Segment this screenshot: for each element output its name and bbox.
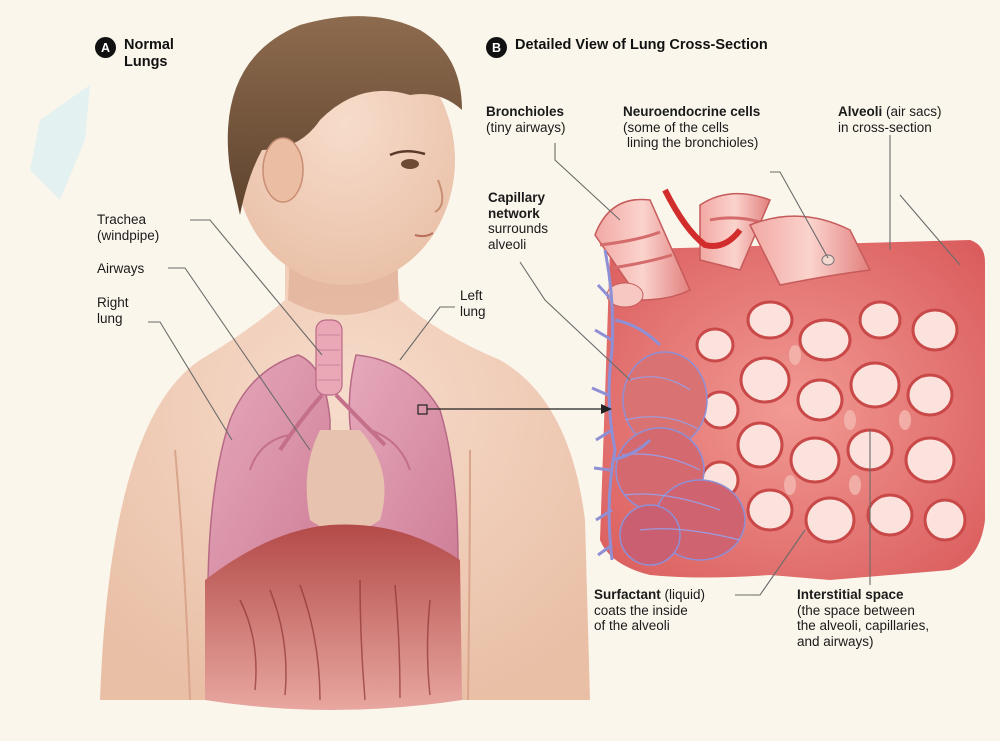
trachea <box>316 320 342 395</box>
label-airways: Airways <box>97 261 144 277</box>
label-right-lung: Right lung <box>97 295 129 326</box>
section-b-title: Detailed View of Lung Cross-Section <box>515 37 768 54</box>
section-a-title: Normal Lungs <box>124 37 174 71</box>
label-alveoli: Alveoli (air sacs) in cross-section <box>838 104 942 135</box>
section-a-badge: A <box>95 37 116 58</box>
label-capillary-network: Capillary network surrounds alveoli <box>488 190 548 252</box>
label-left-lung: Left lung <box>460 288 486 319</box>
label-bronchioles: Bronchioles (tiny airways) <box>486 104 566 135</box>
section-a-header: A Normal Lungs <box>95 37 174 71</box>
section-b-header: B Detailed View of Lung Cross-Section <box>486 37 768 58</box>
watermark-shape <box>30 85 90 200</box>
label-interstitial-space: Interstitial space (the space between th… <box>797 587 929 649</box>
neuroendocrine-cell <box>822 255 834 265</box>
label-neuroendocrine: Neuroendocrine cells (some of the cells … <box>623 104 760 151</box>
cross-section-block <box>590 190 990 590</box>
label-surfactant: Surfactant (liquid) coats the inside of … <box>594 587 705 634</box>
section-b-badge: B <box>486 37 507 58</box>
label-trachea: Trachea (windpipe) <box>97 212 159 243</box>
